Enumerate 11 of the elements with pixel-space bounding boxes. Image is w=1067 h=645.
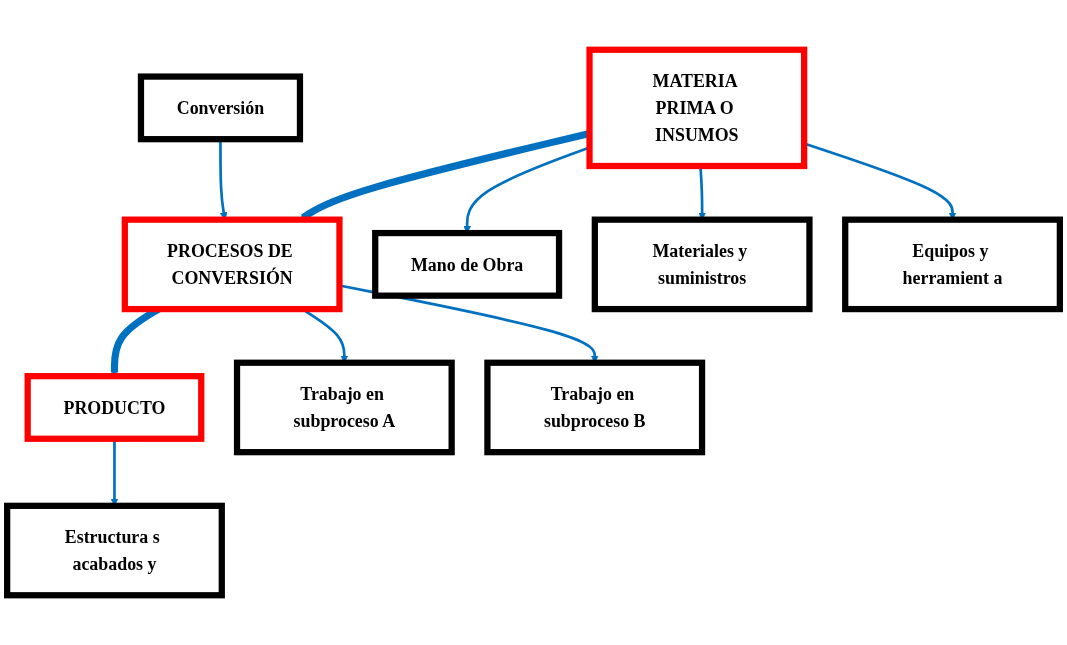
node-box: PROCESOS DE CONVERSIÓN (121, 216, 343, 313)
node-box: Trabajo en subproceso B (484, 359, 706, 456)
node-box: Materiales y suministros (591, 216, 813, 313)
node-box: Estructura s acabados y (4, 502, 225, 599)
node-box: Trabajo en subproceso A (233, 359, 455, 456)
node-box: MATERIA PRIMA O INSUMOS (586, 46, 808, 170)
node-box: Mano de Obra (372, 229, 563, 299)
node-box: PRODUCTO (24, 373, 205, 442)
node-box: Equipos y herramient a (842, 216, 1063, 313)
node-box: Conversión (137, 73, 304, 143)
arrow (219, 139, 228, 220)
